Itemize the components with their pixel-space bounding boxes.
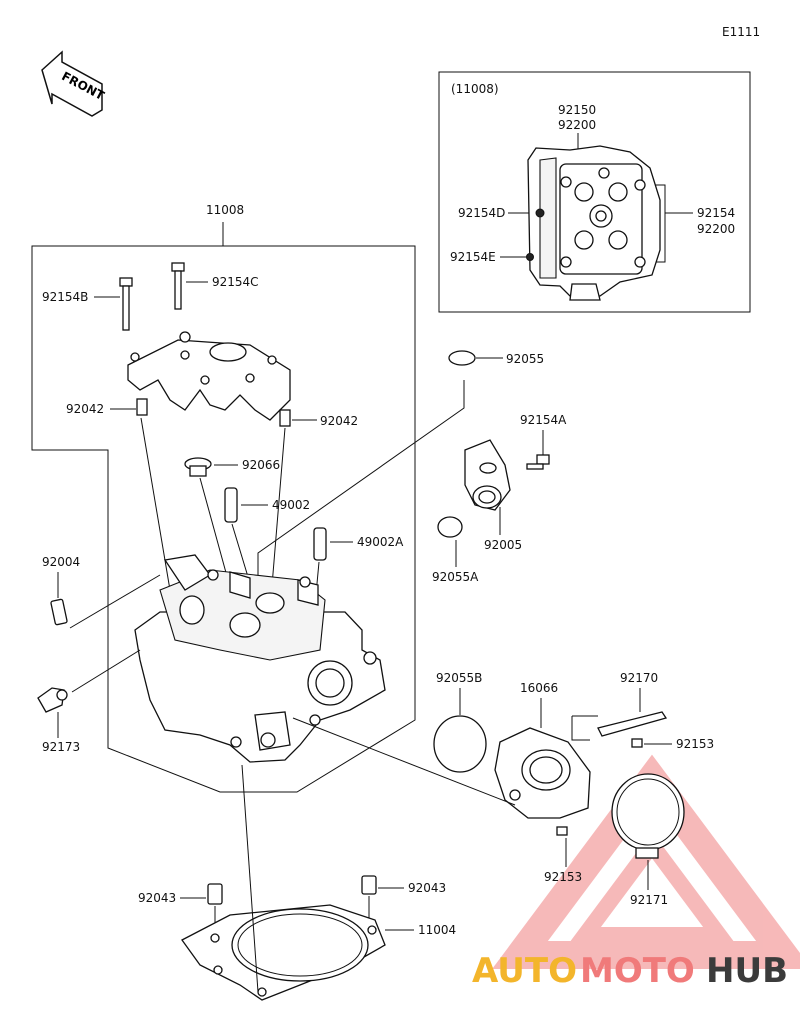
dowel-92042-right [279,409,291,427]
label-92043-right: 92043 [408,881,446,895]
inset-cylinder-head [526,145,661,301]
label-92171: 92171 [630,893,668,907]
cylinder-head [134,554,386,763]
watermark-auto: AUTO [472,951,577,991]
dowel-92042-left [136,398,148,416]
label-92154B: 92154B [42,290,88,304]
label-49002A: 49002A [357,535,404,549]
diagram-code: E1111 [722,25,760,39]
label-49002: 49002 [272,498,310,512]
watermark-triangle [492,754,800,969]
intake-pipe-16066 [494,727,591,819]
label-92005: 92005 [484,538,522,552]
watermark-moto: MOTO [580,951,695,991]
label-92055A: 92055A [432,570,479,584]
bracket-92170 [597,711,668,737]
hose-clamp-92171 [611,773,685,859]
stud-92004 [50,598,68,626]
inset-label-92154D: 92154D [458,206,505,220]
clamp-92173 [37,687,68,713]
inset-label-92154: 92154 [697,206,735,220]
label-11004: 11004 [418,923,456,937]
label-16066: 16066 [520,681,558,695]
label-92154A: 92154A [520,413,567,427]
front-arrow-icon: FRONT [41,50,107,117]
watermark-hub: HUB [706,951,788,991]
dowel-92043-right [361,875,377,895]
oring-92055 [448,350,476,366]
label-92042-right: 92042 [320,414,358,428]
label-92055: 92055 [506,352,544,366]
oring-92055A [437,516,463,538]
bolt-92154C [171,262,185,310]
dowel-92043-left [207,883,223,905]
inset-panel: (11008) 92150 92200 92154D 92154E 92154 … [438,71,751,313]
head-gasket-11004 [181,904,386,1001]
valve-guide-49002 [224,487,238,523]
label-92170: 92170 [620,671,658,685]
watermark-logo: AUTO MOTO HUB [472,951,788,991]
label-92173: 92173 [42,740,80,754]
inset-title: (11008) [451,82,499,96]
inset-label-92200-right: 92200 [697,222,735,236]
label-92154C: 92154C [212,275,259,289]
label-92042-left: 92042 [66,402,104,416]
oring-92055B [433,715,487,773]
label-92066: 92066 [242,458,280,472]
plug-92066 [184,457,212,477]
label-11008: 11008 [206,203,244,217]
bolt-92153-bottom [556,826,568,836]
outline-11008 [31,245,416,793]
bolt-92154A [526,454,550,470]
label-92004: 92004 [42,555,80,569]
bolt-92153-top [631,738,643,748]
label-92055B: 92055B [436,671,482,685]
label-92153-top: 92153 [676,737,714,751]
water-fitting-92005 [464,439,511,511]
inset-label-92154E: 92154E [450,250,496,264]
label-92043-left: 92043 [138,891,176,905]
inset-label-92200-top: 92200 [558,118,596,132]
inset-label-92150: 92150 [558,103,596,117]
bolt-92154B [119,277,133,331]
camshaft-holder [127,331,291,421]
label-92153-bottom: 92153 [544,870,582,884]
valve-guide-49002A [313,527,327,561]
